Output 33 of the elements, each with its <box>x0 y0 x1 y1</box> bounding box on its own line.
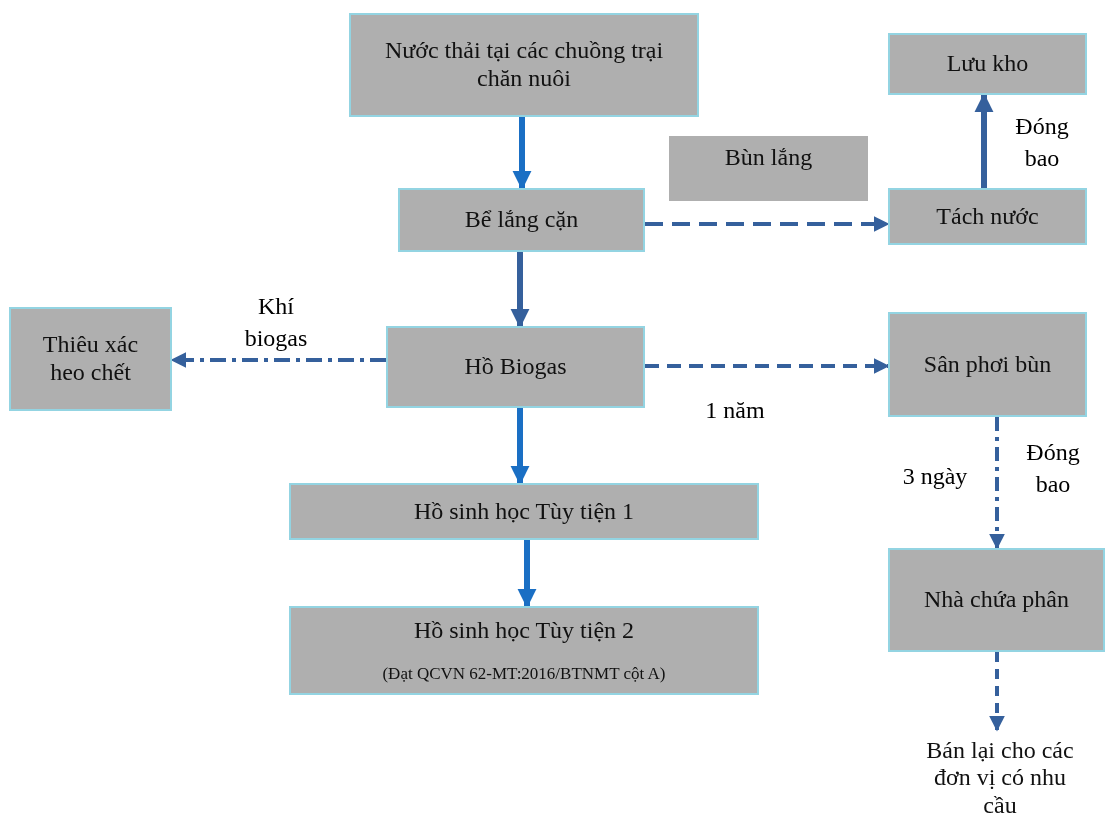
arrow <box>510 408 530 485</box>
box-title: Lưu kho <box>946 50 1029 78</box>
process-box <box>888 188 1087 245</box>
process-box <box>669 136 868 201</box>
process-box <box>9 307 172 411</box>
box-title: Hồ sinh học Tùy tiện 1 <box>413 497 635 526</box>
box-note: (Đạt QCVN 62-MT:2016/BTNMT cột A) <box>382 663 666 684</box>
process-box <box>349 13 699 117</box>
box-title: Thiêu xác heo chết <box>41 331 140 387</box>
box-title: Bùn lắng <box>724 144 813 172</box>
process-box <box>289 606 759 695</box>
box-title: Hồ Biogas <box>464 353 567 381</box>
process-box <box>888 548 1105 652</box>
box-title: Bể lắng cặn <box>464 206 579 234</box>
arrow <box>512 117 532 190</box>
process-box <box>398 188 645 252</box>
arrow <box>510 252 530 328</box>
box-title: Sân phơi bùn <box>923 350 1052 379</box>
box-title: Nhà chứa phân <box>924 586 1069 614</box>
arrow <box>989 417 1005 550</box>
process-box <box>289 483 759 540</box>
arrow <box>989 652 1005 732</box>
process-box <box>386 326 645 408</box>
box-title: Tách nước <box>936 202 1039 231</box>
box-title: Nước thải tại các chuồng trại chăn nuôi <box>383 37 665 93</box>
arrow <box>517 540 537 608</box>
process-box <box>888 312 1087 417</box>
box-title: Hồ sinh học Tùy tiện 2 <box>413 617 635 646</box>
note-text: Bán lại cho các đơn vị có nhu cầu <box>925 736 1075 820</box>
arrow <box>974 93 994 188</box>
process-box <box>888 33 1087 95</box>
arrow <box>645 216 890 232</box>
arrow <box>645 358 890 374</box>
